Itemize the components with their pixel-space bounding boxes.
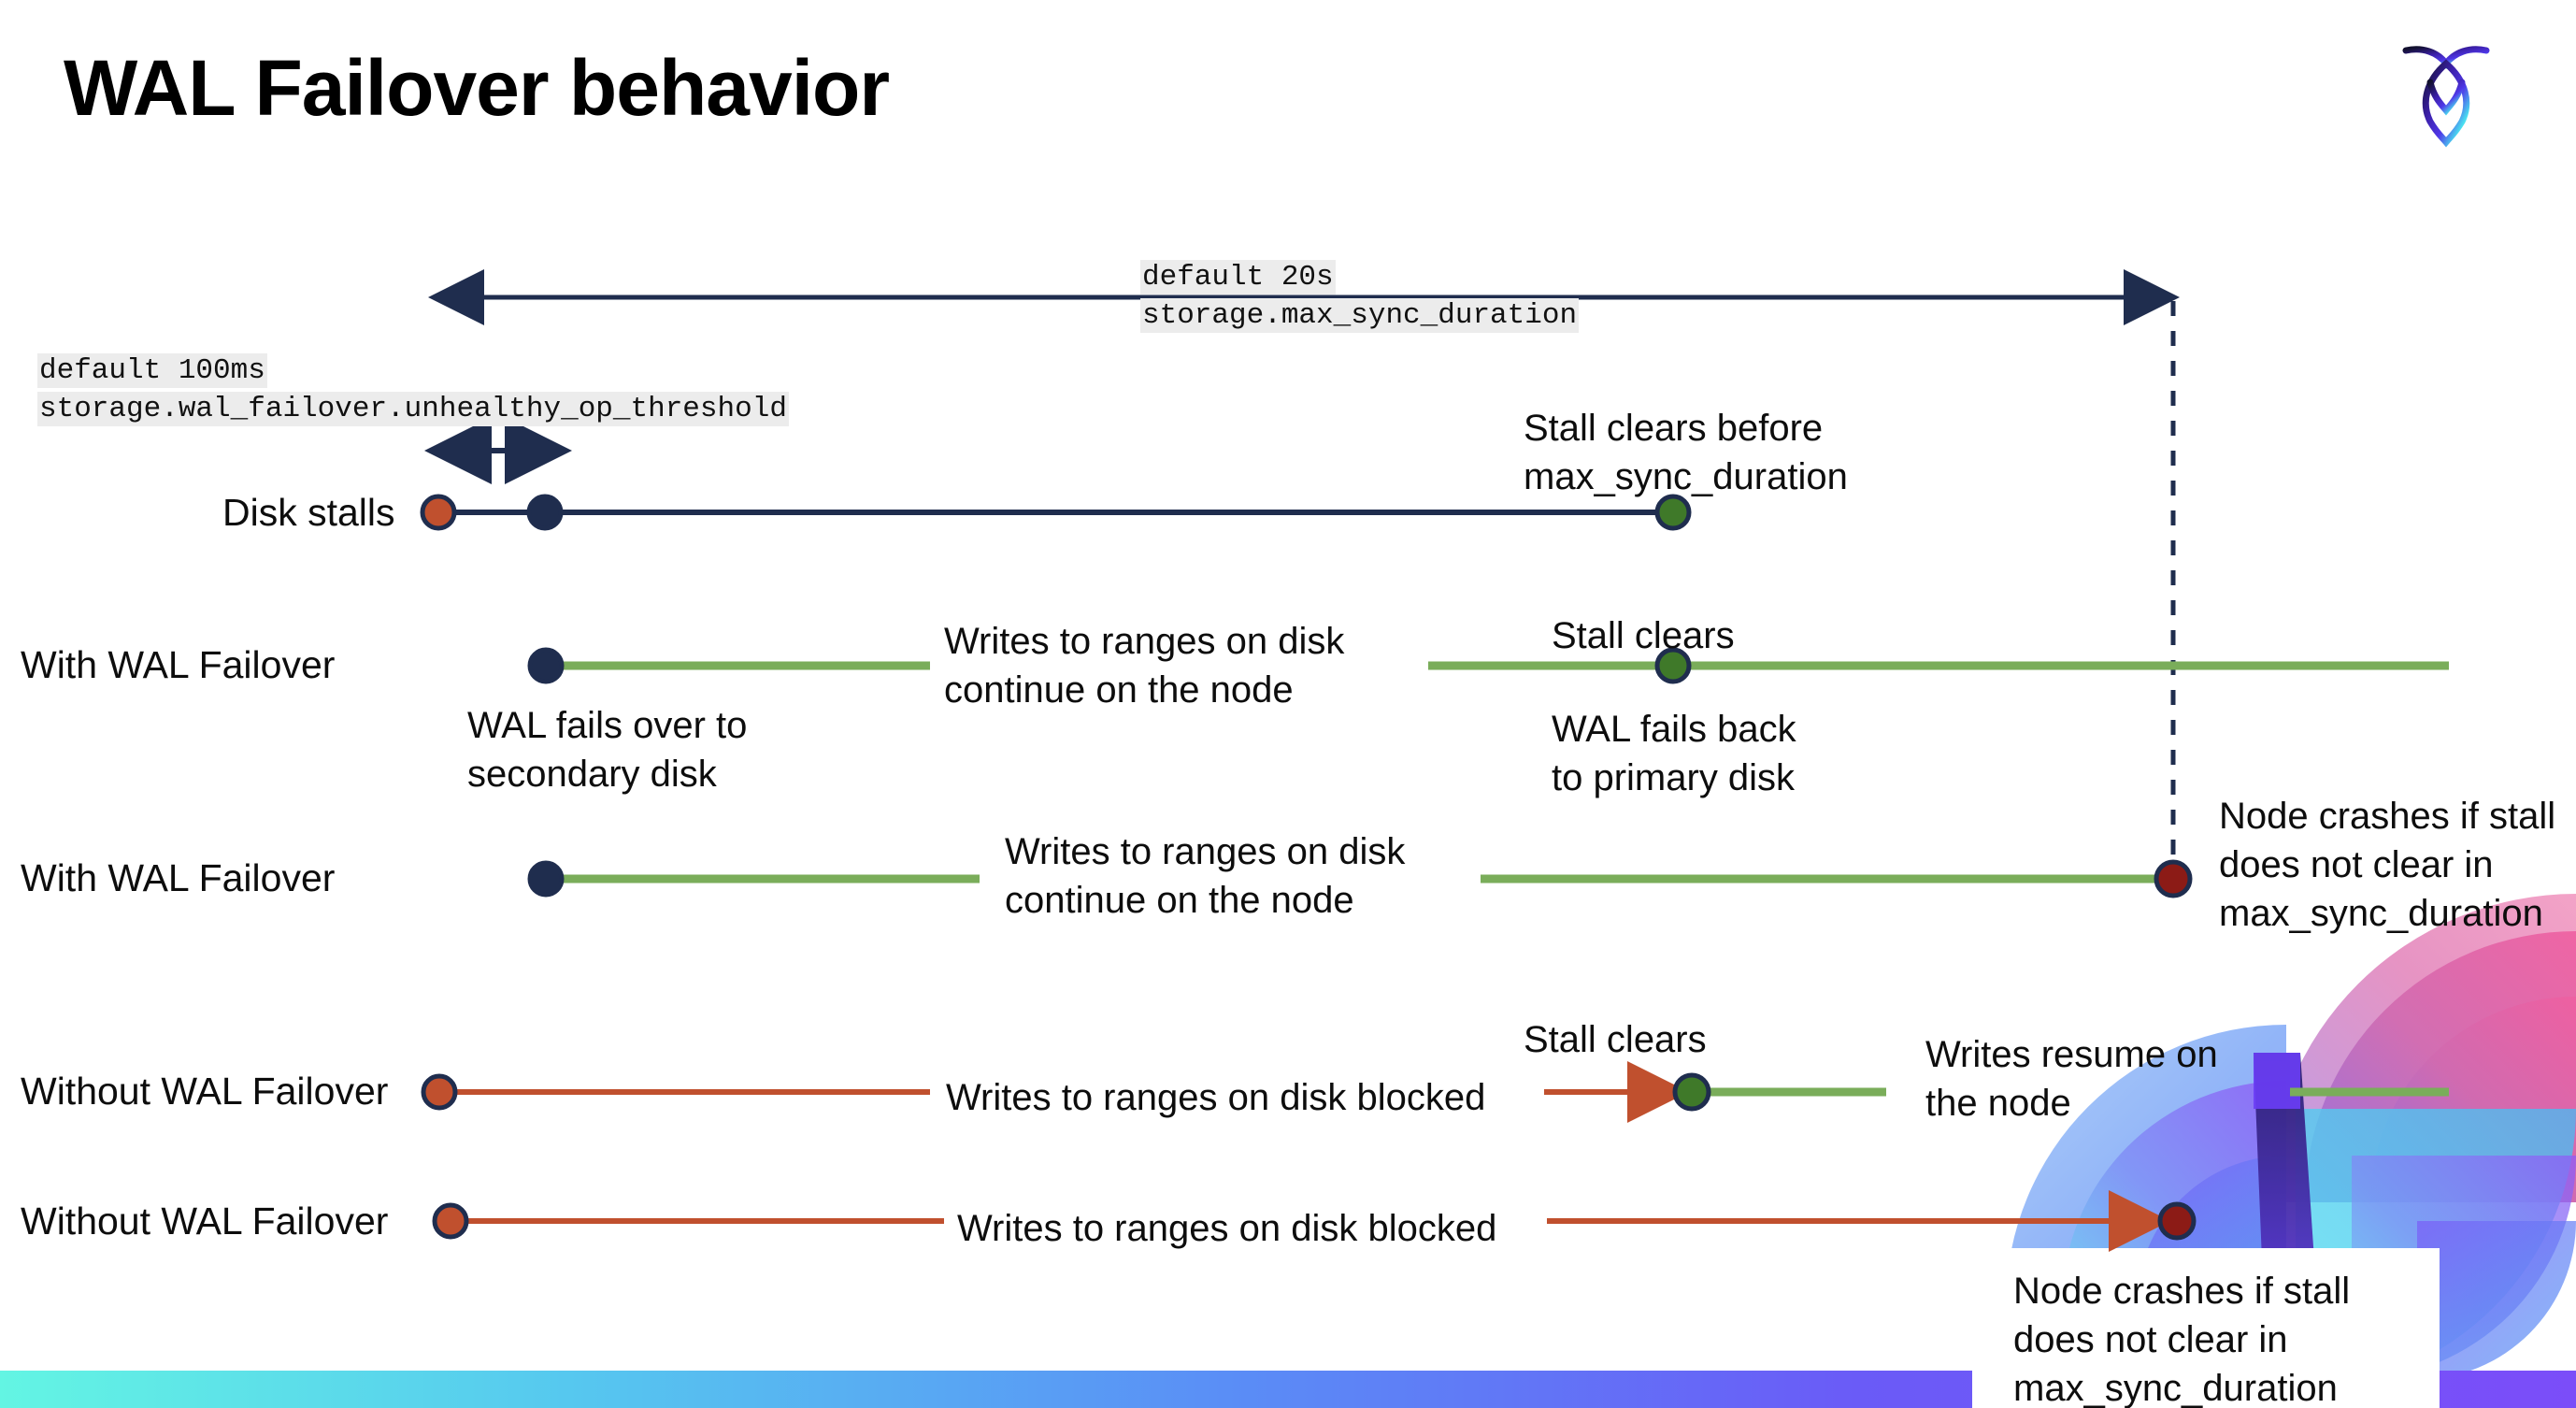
wal-failover-row2-start-dot (527, 860, 565, 898)
disk-stall-start-dot (420, 494, 457, 531)
stall-clears-before-note: Stall clears before max_sync_duration (1524, 404, 1869, 501)
node-crashes-note-row5: Node crashes if stall does not clear in … (2013, 1267, 2387, 1408)
stall-clears-before-line1: Stall clears before (1524, 408, 1824, 449)
stall-clears-green-dot-row1 (1654, 494, 1692, 531)
wal-fails-back-note: WAL fails back to primary disk (1552, 705, 1823, 802)
without-wal-row1-start-dot (421, 1073, 458, 1111)
node-crashes-row3-line3: max_sync_duration (2219, 893, 2543, 934)
node-crashes-note-row3: Node crashes if stall does not clear in … (2219, 792, 2574, 938)
node-crashes-row5-line2: does not clear in (2013, 1319, 2288, 1360)
row-label-disk-stalls: Disk stalls (222, 491, 395, 534)
stall-clears-note-row4: Stall clears (1524, 1019, 1707, 1060)
cockroachdb-logo-icon (2402, 46, 2490, 148)
wal-failover-row1-start-dot (527, 647, 565, 684)
stall-clears-before-line2: max_sync_duration (1524, 456, 1848, 497)
max-sync-duration-annotation: default 20s storage.max_sync_duration (1140, 258, 1580, 335)
max-sync-duration-default: default 20s (1140, 260, 1336, 295)
writes-resume-note: Writes resume on the node (1925, 1030, 2243, 1128)
wal-failover-trigger-dot (526, 494, 564, 531)
writes-continue-note-row3: Writes to ranges on disk continue on the… (1005, 827, 1407, 925)
stall-clears-green-dot-row2 (1654, 647, 1692, 684)
writes-resume-line2: the node (1925, 1083, 2071, 1124)
writes-resume-line1: Writes resume on (1925, 1034, 2218, 1075)
wal-fails-back-line1: WAL fails back (1552, 709, 1796, 750)
writes-continue-note-row2: Writes to ranges on disk continue on the… (944, 617, 1383, 714)
writes-blocked-note-row5: Writes to ranges on disk blocked (957, 1208, 1497, 1249)
writes-blocked-note-row4: Writes to ranges on disk blocked (946, 1077, 1486, 1118)
stall-clears-green-dot-row4 (1672, 1072, 1711, 1112)
wal-fails-over-note: WAL fails over to secondary disk (467, 701, 776, 798)
unhealthy-op-threshold-setting: storage.wal_failover.unhealthy_op_thresh… (37, 392, 789, 427)
row-label-with-wal-failover-2: With WAL Failover (21, 856, 336, 899)
node-crashes-row5-line3: max_sync_duration (2013, 1368, 2338, 1408)
node-crashes-row3-line1: Node crashes if stall (2219, 796, 2556, 837)
row-label-without-wal-failover-2: Without WAL Failover (21, 1200, 389, 1243)
writes-continue-row3-line1: Writes to ranges on disk (1005, 831, 1406, 872)
page-title: WAL Failover behavior (64, 44, 890, 132)
writes-continue-row3-line2: continue on the node (1005, 880, 1354, 921)
node-crashes-row3-line2: does not clear in (2219, 844, 2494, 885)
node-crash-dot-row5 (2157, 1201, 2197, 1241)
max-sync-duration-setting: storage.max_sync_duration (1140, 298, 1580, 334)
wal-fails-over-line2: secondary disk (467, 754, 717, 795)
unhealthy-op-threshold-default: default 100ms (37, 353, 267, 388)
stall-clears-note-row2: Stall clears (1552, 615, 1735, 656)
wal-fails-back-line2: to primary disk (1552, 757, 1796, 798)
writes-continue-row2-line1: Writes to ranges on disk (944, 621, 1345, 662)
writes-continue-row2-line2: continue on the node (944, 669, 1294, 711)
node-crashes-row5-line1: Node crashes if stall (2013, 1271, 2351, 1312)
wal-fails-over-line1: WAL fails over to (467, 705, 748, 746)
callout-white-panel (1972, 1248, 2440, 1408)
unhealthy-op-threshold-annotation: default 100ms storage.wal_failover.unhea… (37, 352, 789, 428)
row-label-with-wal-failover-1: With WAL Failover (21, 643, 336, 686)
without-wal-row2-start-dot (432, 1202, 469, 1240)
row-label-without-wal-failover-1: Without WAL Failover (21, 1070, 389, 1113)
node-crash-dot-row3 (2154, 859, 2193, 898)
